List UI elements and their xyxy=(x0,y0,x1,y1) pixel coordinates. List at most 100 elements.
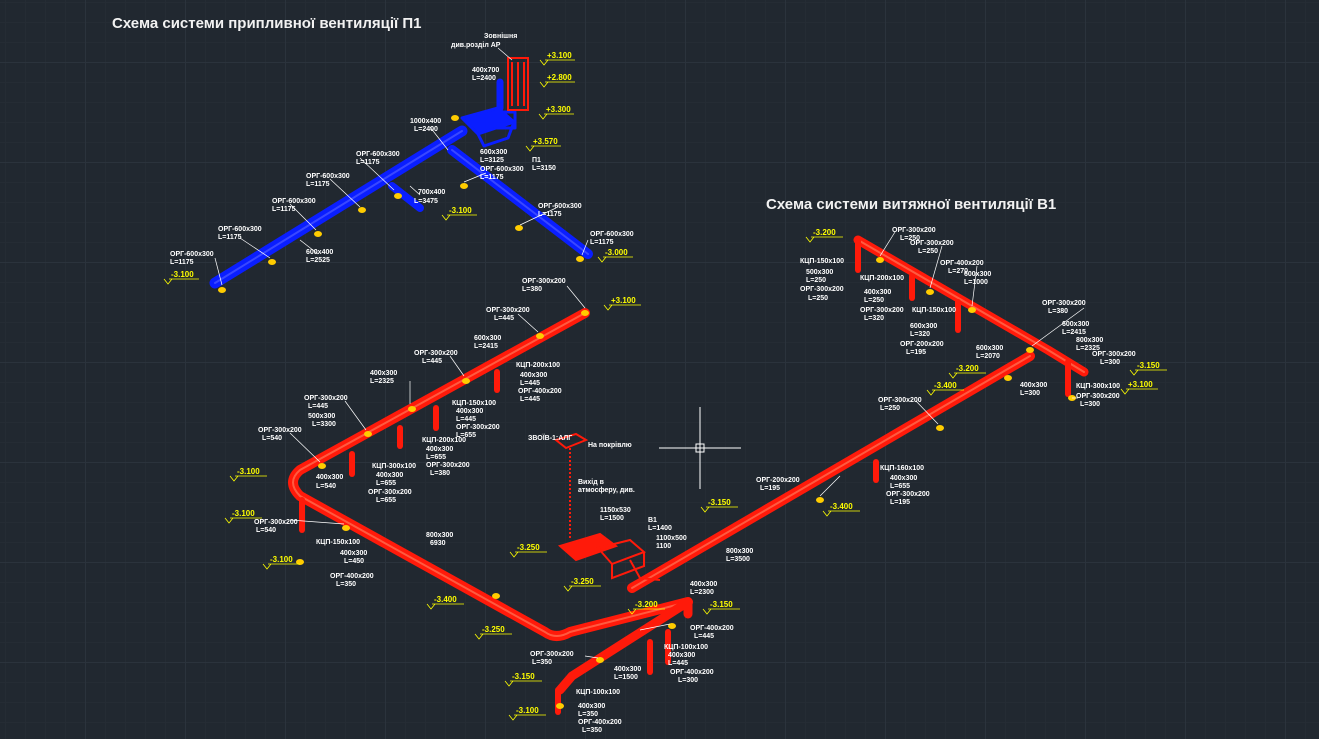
svg-text:КЦП-150x100: КЦП-150x100 xyxy=(316,539,360,546)
svg-text:ОРГ-600x300: ОРГ-600x300 xyxy=(272,198,316,205)
svg-text:КЦП-160x100: КЦП-160x100 xyxy=(880,465,924,472)
svg-text:ОРГ-400x200: ОРГ-400x200 xyxy=(690,625,734,632)
supply-elevation-markers xyxy=(163,59,633,285)
svg-text:400x300: 400x300 xyxy=(520,372,547,379)
svg-text:-3.000: -3.000 xyxy=(605,248,628,257)
svg-text:КЦП-200x100: КЦП-200x100 xyxy=(422,437,466,444)
svg-text:L=2300: L=2300 xyxy=(690,589,714,596)
svg-text:ОРГ-400x200: ОРГ-400x200 xyxy=(940,260,984,267)
supply-branch-duct-edge xyxy=(451,149,589,255)
svg-text:ОРГ-300x200: ОРГ-300x200 xyxy=(522,278,566,285)
svg-text:L=380: L=380 xyxy=(522,286,542,293)
svg-text:ОРГ-600x300: ОРГ-600x300 xyxy=(538,203,582,210)
svg-text:ЗВОЇВ-1:АЛГ: ЗВОЇВ-1:АЛГ xyxy=(528,434,572,442)
supply-ahu-unit-side xyxy=(476,120,516,148)
svg-text:L=350: L=350 xyxy=(582,727,602,734)
svg-text:400x300: 400x300 xyxy=(668,652,695,659)
svg-text:L=250: L=250 xyxy=(808,295,828,302)
svg-text:L=3475: L=3475 xyxy=(414,198,438,205)
svg-text:ОРГ-300x200: ОРГ-300x200 xyxy=(800,286,844,293)
svg-text:-3.400: -3.400 xyxy=(830,502,853,511)
svg-text:+3.300: +3.300 xyxy=(546,105,571,114)
svg-text:-3.100: -3.100 xyxy=(449,206,472,215)
svg-text:400x300: 400x300 xyxy=(578,703,605,710)
svg-text:L=655: L=655 xyxy=(426,454,446,461)
svg-text:500x300: 500x300 xyxy=(806,269,833,276)
svg-text:+2.800: +2.800 xyxy=(547,73,572,82)
svg-text:L=445: L=445 xyxy=(520,396,540,403)
svg-text:КЦП-200x100: КЦП-200x100 xyxy=(860,275,904,282)
svg-text:-3.200: -3.200 xyxy=(956,364,979,373)
svg-text:L=350: L=350 xyxy=(336,581,356,588)
svg-text:ОРГ-300x200: ОРГ-300x200 xyxy=(860,307,904,314)
svg-text:КЦП-300x100: КЦП-300x100 xyxy=(372,463,416,470)
svg-text:-3.250: -3.250 xyxy=(571,577,594,586)
supply-annotations: Зовнішня див.розділ АР 400x700 L=2400 10… xyxy=(170,32,634,266)
svg-text:L=3125: L=3125 xyxy=(480,157,504,164)
svg-text:див.розділ АР: див.розділ АР xyxy=(451,41,501,49)
svg-text:700x400: 700x400 xyxy=(418,189,445,196)
svg-text:L=380: L=380 xyxy=(1048,308,1068,315)
svg-text:1100x500: 1100x500 xyxy=(656,535,687,542)
svg-text:6930: 6930 xyxy=(430,540,446,547)
svg-text:400x300: 400x300 xyxy=(864,289,891,296)
svg-text:400x300: 400x300 xyxy=(614,666,641,673)
svg-text:L=300: L=300 xyxy=(1100,359,1120,366)
svg-text:Зовнішня: Зовнішня xyxy=(484,32,517,40)
svg-text:400x300: 400x300 xyxy=(370,370,397,377)
supply-system-title: Схема системи припливної вентиляції П1 xyxy=(112,15,422,32)
svg-text:400x300: 400x300 xyxy=(1020,382,1047,389)
svg-text:400x300: 400x300 xyxy=(456,408,483,415)
svg-text:На покрівлю: На покрівлю xyxy=(588,441,632,449)
svg-text:L=450: L=450 xyxy=(344,558,364,565)
svg-text:+3.100: +3.100 xyxy=(547,51,572,60)
exhaust-left-loop-edge xyxy=(292,312,689,637)
svg-text:КЦП-100x100: КЦП-100x100 xyxy=(576,689,620,696)
svg-text:L=300: L=300 xyxy=(1020,390,1040,397)
svg-text:+3.570: +3.570 xyxy=(533,137,558,146)
svg-text:ОРГ-600x300: ОРГ-600x300 xyxy=(170,251,214,258)
svg-text:-3.150: -3.150 xyxy=(710,600,733,609)
svg-text:+3.100: +3.100 xyxy=(611,296,636,305)
svg-text:-3.200: -3.200 xyxy=(813,228,836,237)
svg-text:КЦП-300x100: КЦП-300x100 xyxy=(1076,383,1120,390)
svg-text:В1: В1 xyxy=(648,517,657,524)
svg-text:-3.250: -3.250 xyxy=(517,543,540,552)
svg-text:L=350: L=350 xyxy=(532,659,552,666)
svg-text:L=540: L=540 xyxy=(316,483,336,490)
svg-text:L=445: L=445 xyxy=(694,633,714,640)
svg-text:Вихід в: Вихід в xyxy=(578,478,605,486)
supply-diffusers xyxy=(218,115,584,293)
supply-main-duct-edge xyxy=(214,130,463,284)
svg-text:ОРГ-300x200: ОРГ-300x200 xyxy=(258,427,302,434)
svg-text:L=3300: L=3300 xyxy=(312,421,336,428)
svg-text:600x300: 600x300 xyxy=(474,335,501,342)
svg-text:L=2070: L=2070 xyxy=(976,353,1000,360)
svg-text:-3.400: -3.400 xyxy=(434,595,457,604)
svg-text:L=445: L=445 xyxy=(668,660,688,667)
svg-text:ОРГ-300x200: ОРГ-300x200 xyxy=(426,462,470,469)
exhaust-leaders xyxy=(289,231,1085,659)
svg-text:КЦП-150x100: КЦП-150x100 xyxy=(912,307,956,314)
svg-text:L=195: L=195 xyxy=(906,349,926,356)
svg-text:L=2525: L=2525 xyxy=(306,257,330,264)
svg-text:КЦП-150x100: КЦП-150x100 xyxy=(452,400,496,407)
svg-text:600x300: 600x300 xyxy=(1062,321,1089,328)
svg-text:-3.400: -3.400 xyxy=(934,381,957,390)
exhaust-lower-branch xyxy=(555,597,693,695)
svg-text:L=1175: L=1175 xyxy=(170,259,194,266)
svg-text:L=300: L=300 xyxy=(1080,401,1100,408)
svg-text:600x300: 600x300 xyxy=(910,323,937,330)
svg-text:L=380: L=380 xyxy=(430,470,450,477)
svg-text:L=445: L=445 xyxy=(494,315,514,322)
svg-text:+3.100: +3.100 xyxy=(1128,380,1153,389)
svg-text:ОРГ-300x200: ОРГ-300x200 xyxy=(530,651,574,658)
svg-text:L=250: L=250 xyxy=(806,277,826,284)
svg-text:400x300: 400x300 xyxy=(426,446,453,453)
svg-text:L=2400: L=2400 xyxy=(414,126,438,133)
svg-text:-3.100: -3.100 xyxy=(270,555,293,564)
svg-text:-3.100: -3.100 xyxy=(232,509,255,518)
exhaust-main-duct-edge xyxy=(631,355,1031,589)
